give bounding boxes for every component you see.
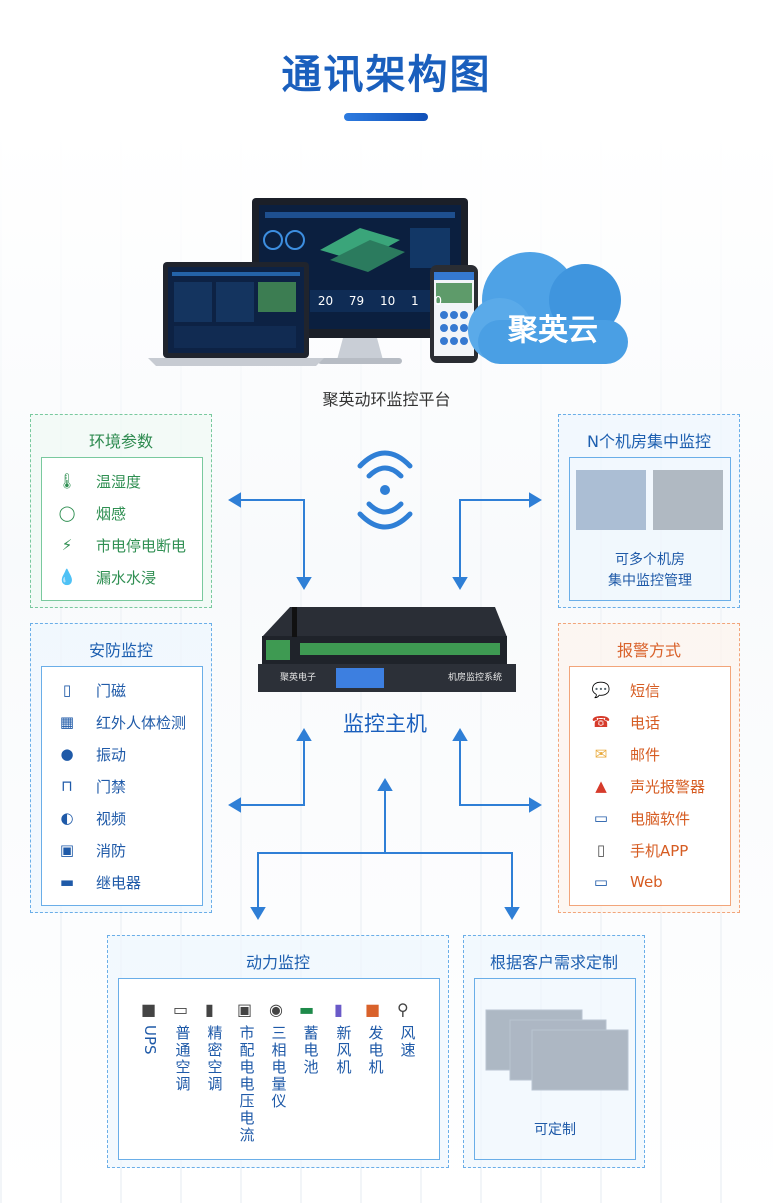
phone-icon: ☎: [591, 713, 611, 731]
precision-ac-icon: ▮: [205, 1000, 214, 1019]
vibration-sensor-icon: ●: [60, 745, 74, 763]
list-item: ▭Web: [590, 869, 663, 895]
power-item: 新风机: [336, 1024, 352, 1076]
wifi-icon: [357, 450, 413, 530]
host-brand: 聚英电子: [280, 673, 317, 683]
list-item: ▯门磁: [56, 677, 126, 703]
list-item: ●振动: [56, 741, 126, 767]
host-device-image: [258, 607, 516, 692]
screen-number: 20: [317, 294, 334, 308]
page-title: 通讯架构图: [281, 52, 492, 98]
power-meter-icon: ◉: [269, 1000, 283, 1019]
power-item: 普通空调: [175, 1024, 191, 1093]
laptop-image: [148, 262, 324, 366]
list-item: ▣消防: [56, 837, 126, 863]
alarm-panel: 报警方式 💬短信 ☎电话 ✉邮件 ▲声光报警器 ▭电脑软件 ▯手机APP ▭We…: [558, 623, 740, 913]
screen-number: 10: [379, 294, 396, 308]
list-item: ▬继电器: [56, 869, 141, 895]
ups-icon: ■: [141, 1000, 157, 1019]
mail-icon: ✉: [594, 745, 608, 763]
screen-numbers: 20 79 10 1 0: [310, 294, 450, 308]
web-icon: ▭: [593, 873, 609, 891]
list-item: 🌡温湿度: [57, 472, 142, 491]
power-item: 风速: [400, 1024, 416, 1059]
list-item: ◯烟感: [56, 500, 126, 526]
rooms-caption-line1: 可多个机房: [615, 552, 685, 568]
power-list: [118, 978, 440, 1160]
list-item: ▲声光报警器: [590, 773, 705, 799]
power-item: 三相电量仪: [271, 1024, 287, 1110]
rooms-box: [569, 457, 731, 601]
rooms-caption-line2: 集中监控管理: [608, 573, 692, 589]
connection-arrows: [228, 492, 542, 920]
rooms-panel: N个机房集中监控 可多个机房 集中监控管理: [558, 414, 740, 608]
alarm-list: 💬短信 ☎电话 ✉邮件 ▲声光报警器 ▭电脑软件 ▯手机APP ▭Web: [569, 666, 731, 906]
door-sensor-icon: ▯: [62, 681, 72, 699]
environment-panel: 环境参数 🌡温湿度 ◯烟感 ⚡市电停电断电 💧漏水水浸: [30, 414, 212, 608]
cloud-label: 聚英云: [508, 313, 598, 348]
infrared-sensor-icon: ▦: [59, 713, 75, 731]
cloud-image: [468, 252, 628, 364]
thermometer-icon: 🌡: [57, 472, 77, 490]
list-item: ⊓门禁: [56, 773, 126, 799]
security-panel: 安防监控 ▯门磁 ▦红外人体检测 ●振动 ⊓门禁 ◐视频 ▣消防 ▬继电器: [30, 623, 212, 913]
power-item-ups: UPS: [141, 1025, 159, 1055]
screen-number: 79: [348, 294, 365, 308]
list-item: ⚡市电停电断电: [56, 532, 186, 558]
list-item: 💬短信: [591, 681, 661, 700]
panel-title: 报警方式: [616, 641, 681, 660]
relay-icon: ▬: [59, 873, 75, 891]
power-panel: 动力监控: [107, 935, 449, 1168]
panel-title: 安防监控: [88, 641, 153, 660]
panel-title: N个机房集中监控: [587, 432, 711, 451]
list-item: ▯手机APP: [590, 837, 689, 863]
voltage-meter-icon: ▣: [237, 1000, 253, 1019]
phone-image: [430, 265, 478, 363]
list-item: ▭电脑软件: [590, 805, 690, 831]
sms-icon: 💬: [591, 681, 611, 699]
alarm-light-icon: ▲: [595, 777, 607, 795]
mobile-app-icon: ▯: [596, 841, 606, 859]
wind-speed-icon: ⚲: [397, 1000, 409, 1019]
list-item: ◐视频: [56, 805, 126, 831]
air-conditioner-icon: ▭: [173, 1000, 189, 1019]
screen-number: 1: [411, 294, 419, 308]
access-control-icon: ⊓: [61, 777, 73, 795]
list-item: ✉邮件: [590, 741, 660, 767]
power-item: 蓄电池: [303, 1024, 319, 1076]
power-item: 市配电电压电流: [239, 1024, 255, 1144]
water-leak-icon: 💧: [57, 568, 77, 586]
power-meter-icon: ⚡: [61, 536, 73, 554]
power-item: 发电机: [368, 1024, 384, 1076]
custom-box: [474, 978, 636, 1160]
custom-caption: 可定制: [534, 1122, 576, 1138]
custom-panel: 根据客户需求定制 可定制: [463, 935, 645, 1168]
screen-number: 0: [434, 294, 443, 308]
title-underline: [344, 113, 428, 121]
power-item: 精密空调: [207, 1024, 223, 1093]
platform-label: 聚英动环监控平台: [322, 390, 451, 409]
host-label: 监控主机: [343, 712, 427, 736]
security-list: ▯门磁 ▦红外人体检测 ●振动 ⊓门禁 ◐视频 ▣消防 ▬继电器: [41, 666, 203, 906]
generator-icon: ■: [365, 1000, 381, 1019]
list-item: ☎电话: [591, 713, 661, 732]
camera-icon: ◐: [60, 809, 74, 827]
panel-title: 动力监控: [245, 953, 310, 972]
computer-software-icon: ▭: [593, 809, 609, 827]
fresh-air-icon: ▮: [334, 1000, 343, 1019]
panel-title: 根据客户需求定制: [489, 953, 618, 972]
smoke-detector-icon: ◯: [58, 504, 76, 522]
host-model: 机房监控系统: [448, 673, 503, 683]
environment-list: 🌡温湿度 ◯烟感 ⚡市电停电断电 💧漏水水浸: [41, 457, 203, 601]
list-item: ▦红外人体检测: [56, 709, 186, 735]
fire-alarm-icon: ▣: [59, 841, 75, 859]
list-item: 💧漏水水浸: [57, 568, 157, 587]
battery-icon: ▬: [299, 1000, 315, 1019]
panel-title: 环境参数: [88, 432, 153, 451]
